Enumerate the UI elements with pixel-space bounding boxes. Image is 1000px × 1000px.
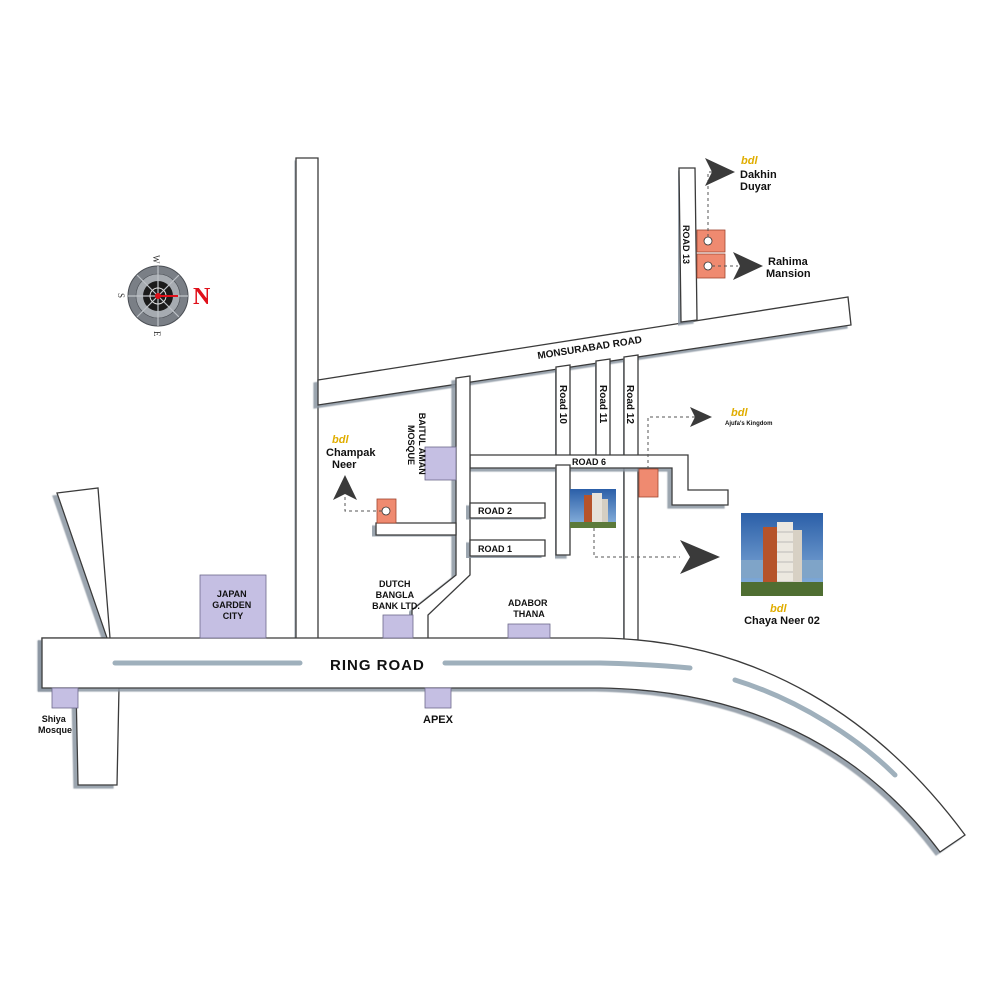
ring-road	[41, 637, 966, 853]
road-12-label: Road 12	[624, 385, 635, 424]
road-network	[41, 157, 966, 853]
champak-neer-marker[interactable]: bdl Champak Neer	[326, 434, 397, 524]
shiya-mosque-landmark	[51, 687, 79, 709]
road-6-label: ROAD 6	[572, 457, 606, 467]
japan-garden-city-label: JAPAN GARDEN CITY	[212, 589, 254, 621]
chaya-neer-site-photo	[570, 489, 616, 528]
chaya-neer-label: Chaya Neer 02	[744, 615, 820, 627]
chaya-neer-building-photo	[741, 513, 823, 596]
adabor-thana-label: ADABOR THANA	[508, 598, 550, 619]
chaya-neer-connector	[593, 528, 680, 558]
road-1-label: ROAD 1	[478, 544, 512, 554]
rahima-mansion-pin	[703, 261, 713, 271]
ajufas-kingdom-label: Ajufa's Kingdom	[725, 421, 772, 427]
dakhin-duyar-arrow	[705, 158, 735, 186]
ajufas-kingdom-brand: bdl	[731, 407, 748, 419]
champak-neer-brand: bdl	[332, 434, 349, 446]
dutch-bangla-bank-landmark	[382, 614, 414, 639]
dakhin-duyar-marker[interactable]: bdl Dakhin Duyar	[696, 155, 780, 253]
champak-neer-pin	[381, 506, 391, 516]
rahima-mansion-marker[interactable]: Rahima Mansion	[696, 252, 811, 280]
ring-road-label: RING ROAD	[330, 657, 425, 674]
compass-west-label: W	[151, 255, 161, 264]
ajufas-kingdom-connector	[647, 416, 698, 469]
road-2	[469, 502, 546, 519]
ring-road-center-line	[112, 660, 898, 778]
adabor-thana-landmark	[507, 623, 551, 639]
dutch-bangla-bank-label: DUTCH BANGLA BANK LTD.	[372, 579, 420, 611]
road-10-south	[555, 464, 571, 556]
ajufas-kingdom-marker[interactable]: bdl Ajufa's Kingdom	[638, 407, 772, 498]
ajufas-kingdom-plot	[638, 468, 659, 498]
road-13-label: ROAD 13	[681, 225, 691, 264]
road-west-feeder	[41, 487, 120, 786]
dakhin-duyar-brand: bdl	[741, 155, 758, 167]
champak-neer-arrow	[333, 475, 357, 500]
compass-rose: W S E N	[116, 255, 211, 337]
road-2-label: ROAD 2	[478, 506, 512, 516]
champak-neer-connector	[344, 493, 382, 512]
compass-east-label: E	[152, 331, 162, 337]
road-11-label: Road 11	[597, 385, 608, 424]
apex-label: APEX	[423, 714, 454, 726]
compass-south-label: S	[116, 293, 126, 298]
road-13	[678, 167, 698, 323]
rahima-mansion-arrow	[733, 252, 763, 280]
dakhin-duyar-label: Dakhin Duyar	[740, 169, 780, 193]
chaya-neer-brand: bdl	[770, 603, 787, 615]
baitul-aman-mosque-landmark	[424, 446, 457, 481]
shiya-mosque-label: Shiya Mosque	[38, 714, 72, 735]
chaya-neer-marker[interactable]: bdl Chaya Neer 02	[570, 489, 823, 627]
champak-neer-label: Champak Neer	[326, 447, 379, 471]
baitul-aman-mosque-label: BAITUL AMAN MOSQUE	[406, 413, 427, 478]
ajufas-kingdom-arrow	[690, 407, 712, 427]
road-north-avenue	[295, 157, 319, 641]
dakhin-duyar-pin	[703, 236, 713, 246]
apex-landmark	[424, 687, 452, 709]
road-6	[469, 454, 729, 506]
chaya-neer-arrow	[680, 540, 720, 574]
japan-garden-city-landmark	[199, 574, 267, 639]
compass-pivot	[155, 293, 161, 299]
rahima-mansion-label: Rahima Mansion	[766, 256, 811, 280]
road-monsurabad	[317, 296, 852, 406]
road-champak-lane	[375, 522, 457, 536]
compass-north-label: N	[193, 284, 211, 310]
road-10-label: Road 10	[557, 385, 568, 424]
road-1	[469, 539, 546, 557]
